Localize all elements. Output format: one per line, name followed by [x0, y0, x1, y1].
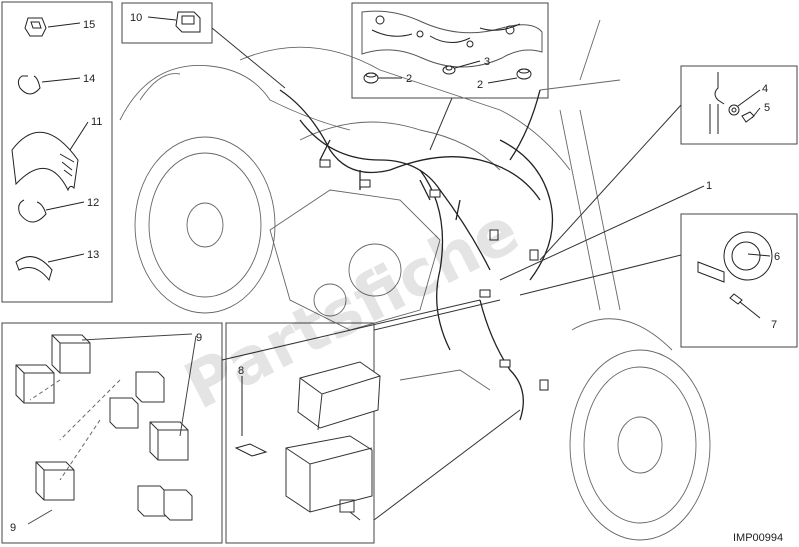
- callout-8: 8: [238, 365, 244, 377]
- relay-panel: [1, 322, 223, 544]
- callout-6: 6: [774, 251, 780, 263]
- callout-9b: 9: [10, 522, 16, 534]
- callout-10: 10: [130, 12, 142, 24]
- callout-4: 4: [762, 83, 768, 95]
- callout-15: 15: [83, 19, 95, 31]
- callout-7: 7: [771, 319, 777, 331]
- leader-lines: [211, 27, 705, 521]
- callout-2a: 2: [406, 73, 412, 85]
- callout-13: 13: [87, 249, 99, 261]
- left-parts-panel: [1, 1, 113, 303]
- horn-panel: [680, 213, 798, 348]
- part-14-clamp: [17, 75, 41, 95]
- fuse-box-panel: [225, 322, 375, 544]
- callout-11: 11: [91, 116, 102, 128]
- drawing-code: IMP00994: [733, 532, 783, 544]
- callout-5: 5: [764, 102, 770, 114]
- callout-14: 14: [83, 73, 95, 85]
- part-10-panel: [121, 2, 213, 44]
- relay-group: [15, 334, 193, 521]
- part-12-clamp: [18, 199, 47, 223]
- part-10-connector: [175, 11, 201, 33]
- part-3-grommet: [442, 65, 456, 75]
- part-13-tie: [15, 256, 53, 282]
- top-harness-panel: [351, 2, 549, 99]
- harness-connectors: [319, 159, 549, 391]
- part-2-grommet-b: [516, 68, 532, 80]
- fuse-box: [285, 361, 381, 521]
- part-6-horn: [697, 231, 773, 283]
- part-2-grommet-a: [363, 72, 379, 84]
- part-4-washer: [728, 104, 740, 116]
- callout-9a: 9: [196, 332, 202, 344]
- callout-1: 1: [706, 180, 712, 192]
- part-15-clip: [24, 17, 47, 37]
- part-11-strap: [11, 131, 79, 192]
- callout-3: 3: [484, 56, 490, 68]
- callout-2b: 2: [477, 79, 483, 91]
- part-7-bolt: [729, 293, 743, 305]
- part-8-fuse: [234, 443, 268, 457]
- callout-12: 12: [87, 197, 99, 209]
